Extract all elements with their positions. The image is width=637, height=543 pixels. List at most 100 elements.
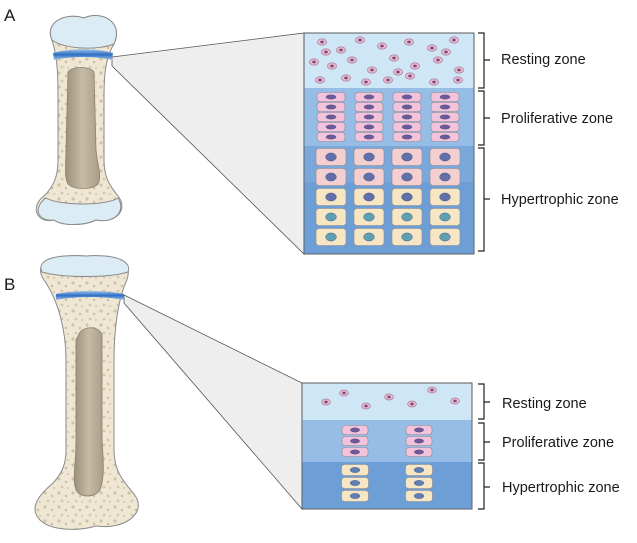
resting-cell-nucleus [444,50,448,54]
hypertrophic-cell-nucleus [401,172,413,182]
hypertrophic-cell-nucleus [413,493,425,499]
panel-a-growth-plate [53,49,113,60]
proliferative-cell-nucleus [401,134,413,140]
panel-b-brackets [478,383,490,510]
proliferative-cell-nucleus [325,104,337,110]
resting-cell-nucleus [396,70,400,74]
panel-a-label-hypertrophic: Hypertrophic zone [501,192,619,208]
panel-b-top-cartilage [40,255,130,277]
panel-b-magnified-plate [301,382,473,510]
proliferative-cell-nucleus [439,134,451,140]
resting-cell-nucleus [339,48,343,52]
panel-b-label-hypertrophic: Hypertrophic zone [502,480,620,496]
resting-cell-nucleus [380,44,384,48]
panel-b-letter: B [4,275,15,294]
resting-cell-nucleus [370,68,374,72]
hypertrophic-cell-nucleus [413,467,425,473]
hypertrophic-cell-nucleus [325,172,337,182]
proliferative-cell-nucleus [401,124,413,130]
hypertrophic-cell-nucleus [349,480,361,486]
proliferative-cell-nucleus [363,104,375,110]
hypertrophic-cell-nucleus [363,212,375,222]
resting-cell-nucleus [364,404,368,408]
panel-b-bracket-resting [478,383,490,420]
resting-cell-nucleus [324,400,328,404]
panel-a-bracket-hypertrophic [478,147,490,252]
panel-b-bracket-proliferative [478,422,490,461]
resting-cell-nucleus [436,58,440,62]
hypertrophic-cell-nucleus [439,172,451,182]
resting-cell-nucleus [410,402,414,406]
resting-cell-nucleus [392,56,396,60]
hypertrophic-cell-nucleus [439,192,451,202]
resting-cell-nucleus [452,38,456,42]
hypertrophic-cell-nucleus [325,192,337,202]
resting-cell-nucleus [386,78,390,82]
proliferative-cell-nucleus [401,114,413,120]
proliferative-cell-nucleus [363,124,375,130]
resting-cell-nucleus [320,40,324,44]
panel-a-bone [35,15,123,225]
panel-a-label-resting: Resting zone [501,52,586,68]
resting-cell-nucleus [312,60,316,64]
panel-b-proliferative-region [302,420,472,462]
proliferative-cell-nucleus [439,114,451,120]
hypertrophic-cell-nucleus [349,493,361,499]
hypertrophic-cell-nucleus [363,232,375,242]
panel-a-label-proliferative: Proliferative zone [501,111,613,127]
panel-a-cells [309,36,464,246]
panel-a-plate-border [303,32,475,255]
hypertrophic-cell-nucleus [363,152,375,162]
panel-a: A Resting zone [4,6,619,255]
resting-cell-nucleus [456,78,460,82]
proliferative-cell-nucleus [439,94,451,100]
panel-a-bracket-resting [478,32,490,89]
hypertrophic-cell-nucleus [401,192,413,202]
resting-cell-nucleus [342,391,346,395]
panel-b-bracket-hypertrophic [478,462,490,510]
hypertrophic-cell-nucleus [439,232,451,242]
panel-b-zoom-cone [123,294,303,511]
proliferative-cell-nucleus [350,427,360,433]
proliferative-cell-nucleus [439,124,451,130]
panel-a-zoom-cone [111,32,305,255]
proliferative-cell-nucleus [363,94,375,100]
resting-cell-nucleus [453,399,457,403]
resting-cell-nucleus [350,58,354,62]
panel-a-marrow-cavity [65,67,101,189]
resting-cell-nucleus [358,38,362,42]
panel-b-label-proliferative: Proliferative zone [502,435,614,451]
hypertrophic-cell-nucleus [401,232,413,242]
panel-b-marrow-cavity [73,327,104,497]
panel-b: B Resting zone Proliferative zone Hypert… [4,255,620,530]
proliferative-cell-nucleus [414,449,424,455]
hypertrophic-cell-nucleus [349,467,361,473]
resting-cell-nucleus [318,78,322,82]
resting-cell-nucleus [408,74,412,78]
resting-cell-nucleus [407,40,411,44]
proliferative-cell-nucleus [401,104,413,110]
proliferative-cell-nucleus [350,438,360,444]
proliferative-cell-nucleus [363,134,375,140]
resting-cell-nucleus [413,64,417,68]
hypertrophic-cell-nucleus [325,232,337,242]
proliferative-cell-nucleus [325,134,337,140]
proliferative-cell-nucleus [414,427,424,433]
resting-cell-nucleus [432,80,436,84]
proliferative-cell-nucleus [325,94,337,100]
hypertrophic-cell-nucleus [363,192,375,202]
hypertrophic-cell-nucleus [401,212,413,222]
panel-a-letter: A [4,6,16,25]
proliferative-cell-nucleus [414,438,424,444]
proliferative-cell-nucleus [325,114,337,120]
resting-cell-nucleus [387,395,391,399]
hypertrophic-cell-nucleus [363,172,375,182]
hypertrophic-cell-nucleus [401,152,413,162]
proliferative-cell-nucleus [350,449,360,455]
hypertrophic-cell-nucleus [439,152,451,162]
resting-cell-nucleus [324,50,328,54]
proliferative-cell-nucleus [439,104,451,110]
panel-a-top-cartilage [49,15,117,49]
panel-b-label-resting: Resting zone [502,396,587,412]
proliferative-cell-nucleus [325,124,337,130]
